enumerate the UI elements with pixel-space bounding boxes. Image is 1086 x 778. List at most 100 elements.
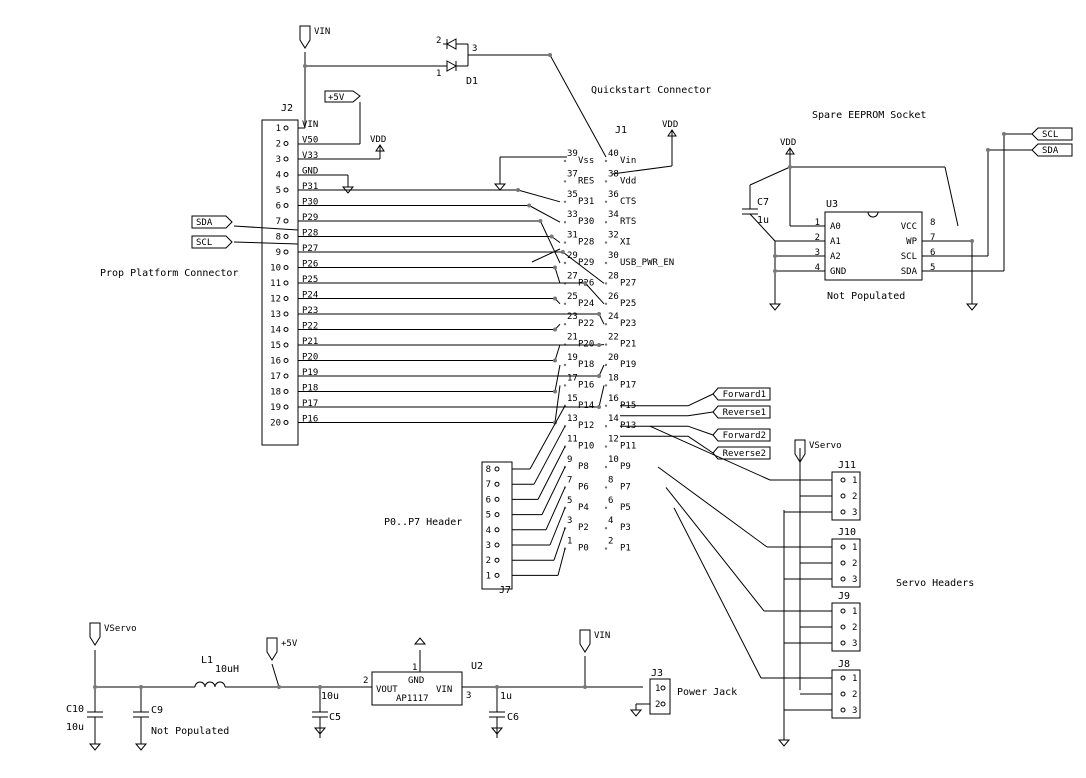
j1-pin-name: P9 — [620, 462, 631, 472]
gnd-c5-symbol — [313, 727, 327, 735]
vcc-diag — [944, 166, 959, 227]
j1-pin-name: Vin — [620, 156, 636, 166]
c7-value: 1u — [757, 215, 769, 226]
j1-pin-dot — [563, 241, 567, 244]
j1-pin-name: P3 — [620, 523, 631, 533]
j1-pin-name: P28 — [578, 238, 594, 248]
j1-pin-number: 8 — [608, 475, 613, 485]
u3-pin-name: SCL — [901, 252, 917, 262]
j2-pin-name: P21 — [302, 337, 318, 347]
u3-eeprom-body — [824, 211, 923, 281]
c10-junction — [93, 685, 97, 689]
scl-u3-flag-label: SCL — [1042, 130, 1058, 140]
j2-pin-hole — [283, 311, 289, 317]
j2-pin-hole — [283, 234, 289, 239]
j1-pin-dot — [604, 425, 608, 428]
c7-top-wire — [749, 166, 791, 186]
sda-u3-flag-shape — [1031, 143, 1073, 157]
c7-designator: C7 — [757, 197, 769, 208]
j1-pin-number: 17 — [567, 373, 578, 383]
c5-value: 10u — [321, 691, 339, 702]
j8-designator: J8 — [838, 659, 850, 670]
servo-pin-hole — [840, 624, 846, 630]
motor-flag-shape — [712, 428, 771, 442]
j7-pin-hole — [494, 481, 500, 487]
servo-pin-hole — [840, 493, 846, 499]
junction-dot — [788, 165, 792, 169]
servo-pin-number: 1 — [852, 607, 857, 617]
j1-pin-number: 9 — [567, 455, 572, 465]
j1-pin-number: 16 — [608, 394, 619, 404]
j1-pin-dot — [604, 506, 608, 509]
j2-pin-number: 16 — [270, 357, 281, 367]
servo-signal-diag — [649, 425, 771, 481]
fan-wire-diag — [598, 385, 605, 408]
j2-pin-number: 7 — [276, 217, 281, 227]
servo-pin-hole — [840, 477, 846, 483]
j2-pin-name: VIN — [302, 120, 318, 130]
scl-u3-flag-shape — [1031, 127, 1073, 141]
j1-pin-dot — [604, 486, 608, 489]
u3-pin-number: 2 — [815, 233, 820, 243]
servo-pin-hole — [840, 544, 846, 550]
d1-pin-3: 3 — [472, 44, 477, 54]
servo-pin-hole — [840, 707, 846, 713]
j2-pin-hole — [283, 358, 289, 363]
j1-pin-name: P11 — [620, 442, 636, 452]
u3-pin-name: SDA — [901, 267, 918, 277]
servo-pin-hole — [840, 576, 846, 582]
servo-pin-hole — [840, 691, 846, 697]
j1-pin-number: 20 — [608, 353, 619, 363]
c7-to-gnd — [749, 213, 776, 242]
j1-pin-dot — [604, 323, 608, 326]
fan-junction — [553, 327, 557, 332]
j1-pin-number: 1 — [567, 537, 572, 547]
fan-junction — [597, 312, 601, 316]
j1-pin-number: 24 — [608, 312, 619, 322]
plus5v-drop — [271, 663, 280, 688]
vdd-j2-head — [375, 144, 385, 152]
j1-pin-number: 25 — [567, 292, 578, 302]
j2-pin-hole — [283, 141, 289, 146]
c5-junction — [318, 685, 322, 689]
j7-pin-hole — [494, 542, 500, 548]
j2-pin-hole — [283, 404, 289, 410]
signal-fan-wires — [298, 188, 605, 425]
sda-wire — [233, 225, 299, 231]
servo-pin-number: 3 — [852, 575, 857, 585]
j2-pin-name: P22 — [302, 322, 318, 332]
j7-connector-body — [481, 461, 513, 590]
j7-pin-number: 1 — [486, 571, 491, 581]
j1-pin-number: 12 — [608, 435, 619, 445]
motor-flag-diag — [687, 411, 714, 417]
j1-pin-dot — [563, 363, 567, 367]
gnd-j3-symbol — [629, 709, 643, 717]
u3-pin-number: 6 — [930, 248, 935, 258]
j1-pin-number: 19 — [567, 353, 578, 363]
motor-flag-diag — [687, 425, 714, 436]
j1-pin-number: 6 — [608, 496, 613, 506]
j2-pin-number: 4 — [276, 171, 281, 181]
j3-pin-hole — [660, 701, 666, 707]
vin-top-flag-shape — [299, 25, 311, 49]
l1-value: 10uH — [215, 664, 239, 675]
vservo-left-flag-shape — [89, 622, 101, 646]
j1-pin-name: P7 — [620, 482, 631, 492]
fan-wire-diag — [598, 364, 605, 377]
j2-pin-hole — [283, 420, 289, 425]
u2-vout-label: VOUT — [376, 685, 398, 695]
j1-pin-number: 15 — [567, 394, 578, 404]
j1-pin-number: 33 — [567, 210, 578, 220]
j2-pin-hole — [283, 342, 289, 348]
sda-u3-flag-label: SDA — [1042, 146, 1059, 156]
j1-pin-name: P5 — [620, 503, 631, 513]
u3-pin-name: GND — [830, 267, 846, 277]
servo-pin-number: 3 — [852, 706, 857, 716]
servo-signal-diag — [673, 507, 762, 679]
j1-pin-name: P21 — [620, 340, 636, 350]
fan-wire-diag — [554, 267, 561, 284]
j1-pin-dot — [563, 180, 567, 183]
u2-regulator-body — [371, 671, 463, 706]
j2-pin-number: 9 — [276, 248, 281, 258]
